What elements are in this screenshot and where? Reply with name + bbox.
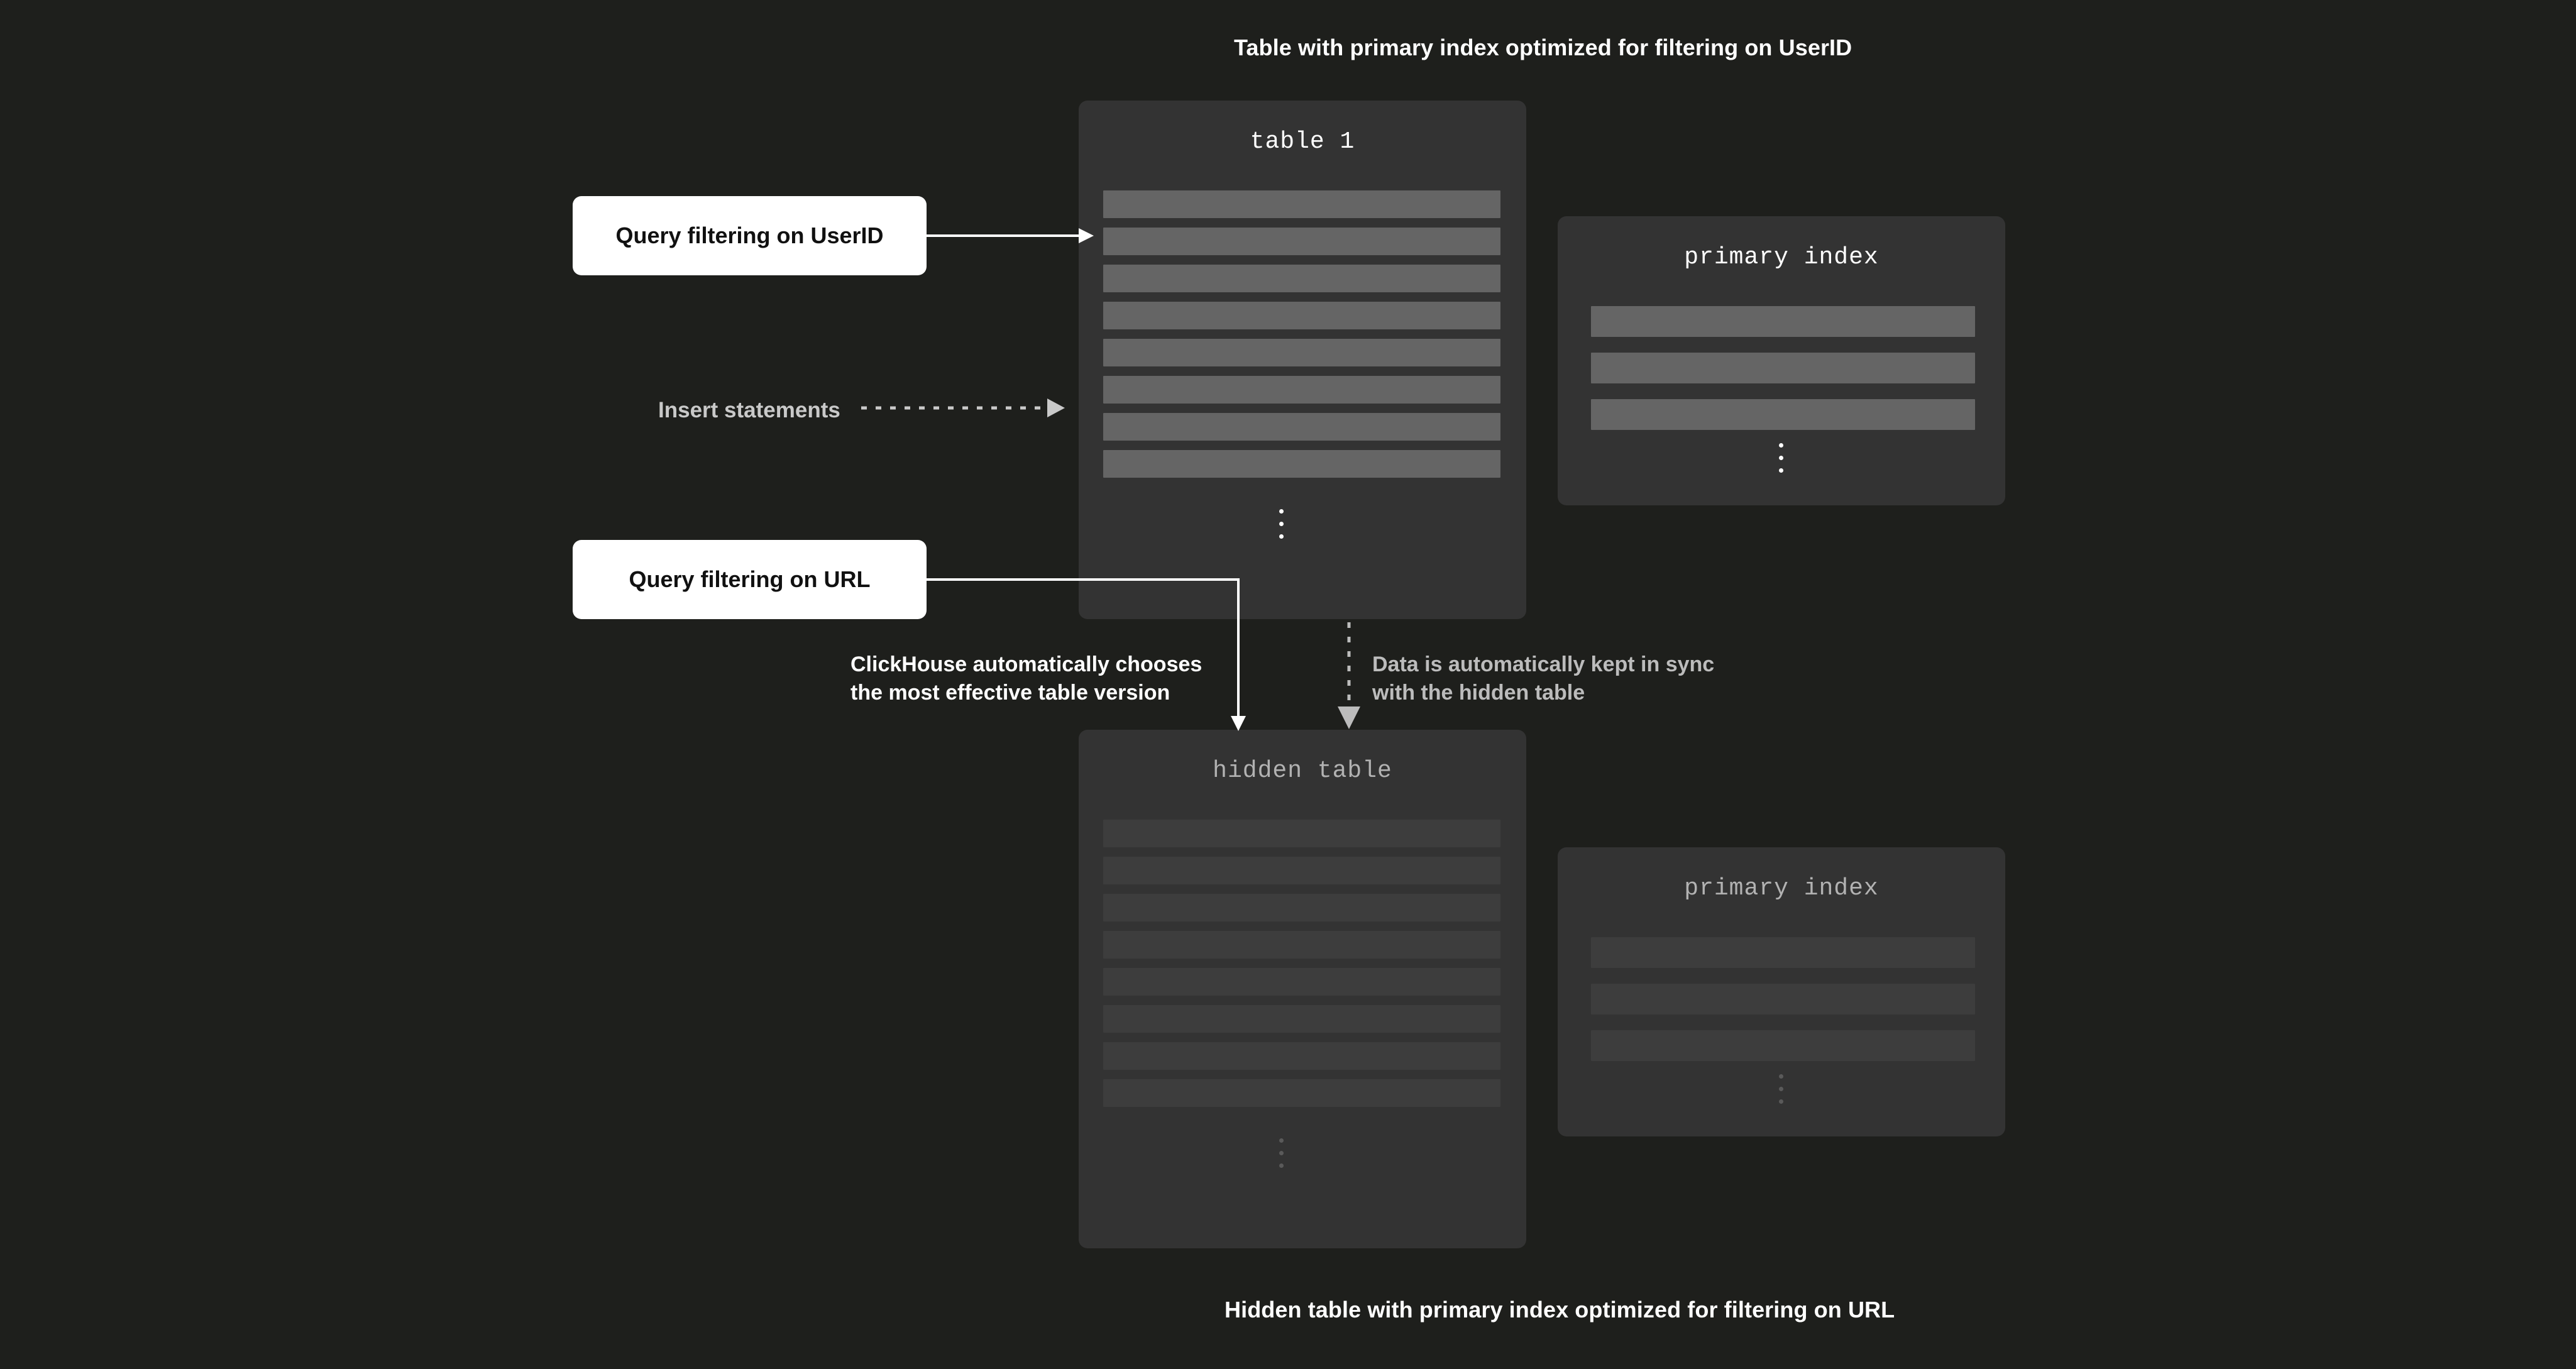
index-row — [1591, 984, 1975, 1014]
hidden-table-title: hidden table — [1213, 757, 1392, 784]
table-row — [1103, 302, 1500, 329]
table-row — [1103, 450, 1500, 478]
table-row — [1103, 1042, 1500, 1070]
primary-index-bottom-title: primary index — [1684, 875, 1879, 902]
index-row — [1591, 306, 1975, 337]
table-row — [1103, 1079, 1500, 1107]
primary-index-bottom-ellipsis-icon — [1779, 1074, 1783, 1104]
table-row — [1103, 339, 1500, 366]
data-kept-in-sync-label: Data is automatically kept in sync with … — [1372, 652, 1715, 705]
primary-index-top-title: primary index — [1684, 244, 1879, 271]
query-filtering-url-box[interactable]: Query filtering on URL — [573, 540, 927, 619]
insert-statements-label: Insert statements — [658, 398, 840, 422]
primary-index-top-card: primary index — [1558, 216, 2005, 505]
hidden-table-card: hidden table — [1079, 730, 1526, 1248]
index-row — [1591, 353, 1975, 383]
bottom-caption: Hidden table with primary index optimize… — [1225, 1297, 1895, 1322]
table-row — [1103, 376, 1500, 404]
query-filtering-userid-box[interactable]: Query filtering on UserID — [573, 196, 927, 275]
table-row — [1103, 820, 1500, 847]
table-row — [1103, 413, 1500, 441]
table1-title: table 1 — [1250, 128, 1355, 155]
hidden-table-ellipsis-icon — [1279, 1138, 1284, 1168]
top-caption: Table with primary index optimized for f… — [1234, 35, 1852, 60]
table-row — [1103, 228, 1500, 255]
table1-card: table 1 — [1079, 101, 1526, 619]
connector-query-userid-to-table1 — [927, 228, 1094, 243]
table-row — [1103, 857, 1500, 884]
table-row — [1103, 1005, 1500, 1033]
connector-insert-statements-to-table1 — [861, 399, 1065, 417]
index-row — [1591, 399, 1975, 430]
table-row — [1103, 190, 1500, 218]
table-row — [1103, 931, 1500, 959]
primary-index-bottom-card: primary index — [1558, 847, 2005, 1136]
primary-index-top-ellipsis-icon — [1779, 443, 1783, 473]
index-row — [1591, 1030, 1975, 1061]
table-row — [1103, 968, 1500, 996]
table1-ellipsis-icon — [1279, 509, 1284, 539]
table-row — [1103, 894, 1500, 921]
table-row — [1103, 265, 1500, 292]
connector-table1-to-hidden-table-sync — [1338, 622, 1360, 729]
index-row — [1591, 937, 1975, 968]
clickhouse-chooses-label: ClickHouse automatically chooses the mos… — [850, 652, 1203, 705]
